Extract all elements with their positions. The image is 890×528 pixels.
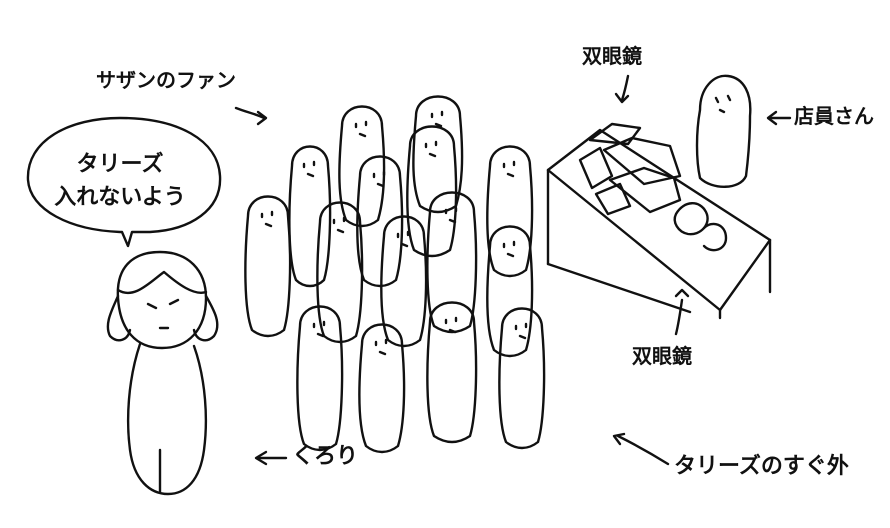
label-outside-tullys: タリーズのすぐ外 (674, 454, 849, 479)
binoculars-box-icon (578, 122, 728, 252)
label-binoculars-bottom: 双眼鏡 (632, 344, 692, 368)
fan-figure-7 (244, 195, 292, 338)
fan-figure-13 (358, 323, 406, 454)
fans-crowd (244, 95, 546, 454)
label-shop-staff: 店員さん (794, 104, 874, 128)
fan-face-13 (374, 338, 388, 356)
fan-figure-8 (316, 201, 364, 344)
speech-bubble-text: タリーズ 入れないよう (40, 148, 200, 214)
fan-figure-10 (426, 191, 478, 334)
shop-staff-figure (695, 74, 752, 188)
label-southern-fans: サザンのファン (96, 68, 236, 92)
fan-face-4 (372, 170, 386, 188)
fan-figure-5 (406, 125, 458, 258)
fan-face-5 (424, 140, 438, 158)
fan-face-6 (502, 160, 516, 178)
fan-figure-15 (498, 307, 546, 450)
fan-figure-14 (426, 301, 478, 444)
speech-bubble-line-2: 入れないよう (54, 185, 186, 210)
fan-face-2 (430, 110, 444, 128)
speech-bubble-icon (26, 116, 222, 248)
label-binoculars-top: 双眼鏡 (582, 44, 642, 68)
fan-figure-1 (338, 105, 386, 228)
fan-face-3 (302, 160, 316, 178)
fan-figure-9 (380, 215, 428, 348)
fan-face-11 (502, 240, 516, 258)
fan-face-12 (312, 320, 326, 338)
fan-figure-6 (486, 145, 534, 278)
fan-figure-12 (296, 305, 344, 452)
fan-face-9 (396, 230, 410, 248)
fan-face-15 (514, 322, 528, 340)
kurori-figure (106, 250, 219, 496)
fan-face-7 (260, 210, 274, 228)
speech-bubble-line-1: タリーズ (76, 152, 164, 177)
arrow-icon (234, 74, 792, 466)
fan-figure-3 (288, 145, 332, 288)
fan-figure-4 (356, 155, 404, 288)
table-icon (546, 128, 772, 320)
fan-face-1 (354, 120, 368, 138)
label-kurori: くろり (292, 444, 359, 469)
fan-face-14 (444, 316, 458, 334)
fan-face-10 (444, 206, 458, 224)
fan-face-8 (332, 216, 346, 234)
fan-figure-11 (486, 225, 534, 358)
